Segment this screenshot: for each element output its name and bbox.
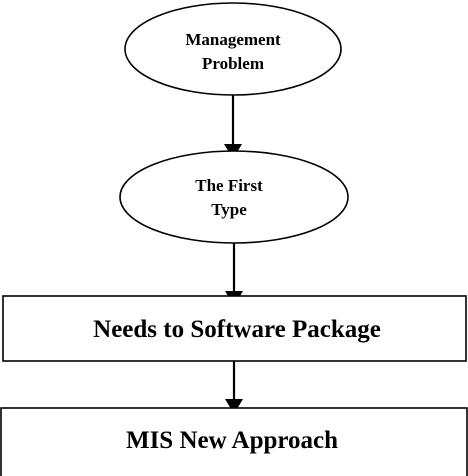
ellipse-first-type: [119, 150, 349, 244]
node-first-type-line-2: Type: [211, 200, 247, 219]
node-first-type-line-1: The First: [195, 176, 263, 195]
arrow-management-problem-to-first-type: [224, 95, 242, 159]
node-software-package: Needs to Software Package: [2, 295, 467, 362]
box-mis-new-approach: [0, 407, 468, 476]
node-software-package-label: Needs to Software Package: [93, 316, 381, 343]
node-management-problem: Management Problem: [124, 2, 342, 96]
arrow-software-package-to-mis-new-approach: [225, 361, 243, 414]
box-software-package: [2, 295, 467, 362]
node-first-type: The First Type: [119, 150, 349, 244]
arrowhead: [225, 399, 243, 414]
node-management-problem-line-2: Problem: [202, 54, 264, 73]
ellipse-management-problem: [124, 2, 342, 96]
node-management-problem-line-1: Management: [185, 30, 281, 49]
node-mis-new-approach-label: MIS New Approach: [126, 427, 338, 454]
node-mis-new-approach: MIS New Approach: [0, 407, 468, 476]
